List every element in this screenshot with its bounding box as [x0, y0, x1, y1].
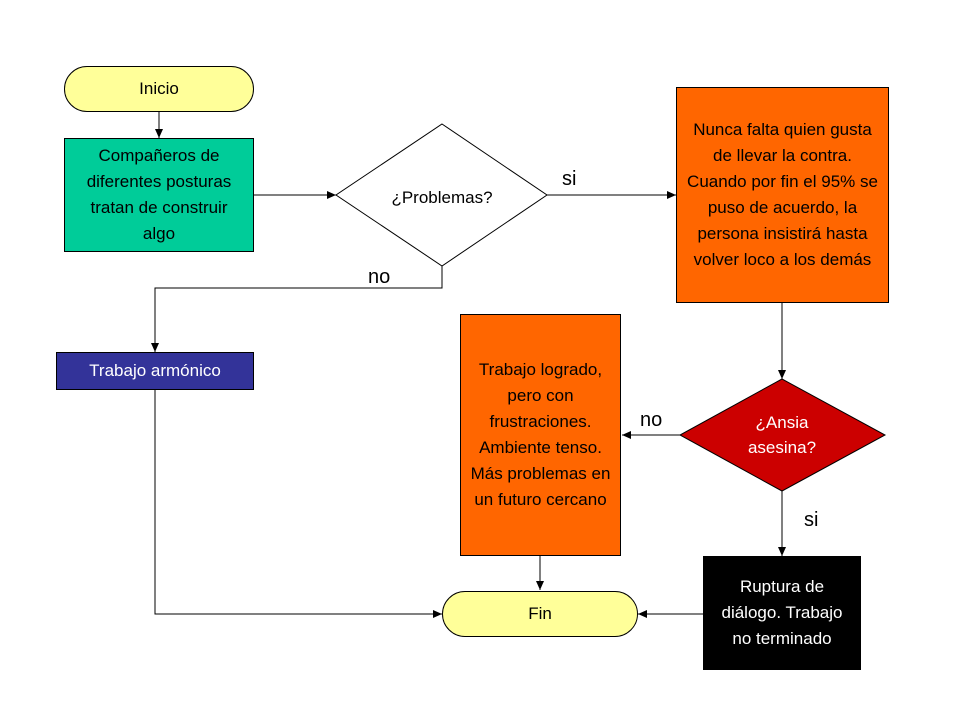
process-contrarian: Nunca falta quien gusta de llevar la con… [676, 87, 889, 303]
decision-ansia-shape [678, 378, 887, 492]
edge-harmonic-to-end [154, 390, 442, 618]
process-companeros: Compañeros de diferentes posturas tratan… [64, 138, 254, 252]
edge-label-problemas-si: si [562, 168, 577, 190]
decision-problemas-shape [335, 123, 548, 267]
edge-label-ansia-si: si [804, 509, 819, 531]
edge-label-ansia-no: no [640, 409, 663, 431]
decision-problemas-label: ¿Problemas? [391, 187, 493, 207]
process-frustrated-label: Trabajo logrado, pero con frustraciones.… [470, 360, 611, 509]
process-rupture-label: Ruptura de diálogo. Trabajo no terminado [721, 577, 843, 648]
end-terminator: Fin [442, 591, 638, 637]
process-contrarian-label: Nunca falta quien gusta de llevar la con… [687, 120, 878, 269]
decision-ansia-label: ¿Ansia asesina? [747, 413, 817, 457]
process-harmonic: Trabajo armónico [56, 352, 254, 390]
process-harmonic-label: Trabajo armónico [89, 361, 221, 380]
start-terminator: Inicio [64, 66, 254, 112]
end-label: Fin [528, 604, 552, 623]
process-rupture: Ruptura de diálogo. Trabajo no terminado [703, 556, 861, 670]
edge-decision1-no [151, 266, 443, 352]
process-companeros-label: Compañeros de diferentes posturas tratan… [86, 146, 232, 243]
start-label: Inicio [139, 79, 179, 98]
process-frustrated: Trabajo logrado, pero con frustraciones.… [460, 314, 621, 556]
edge-label-problemas-no: no [368, 266, 391, 288]
